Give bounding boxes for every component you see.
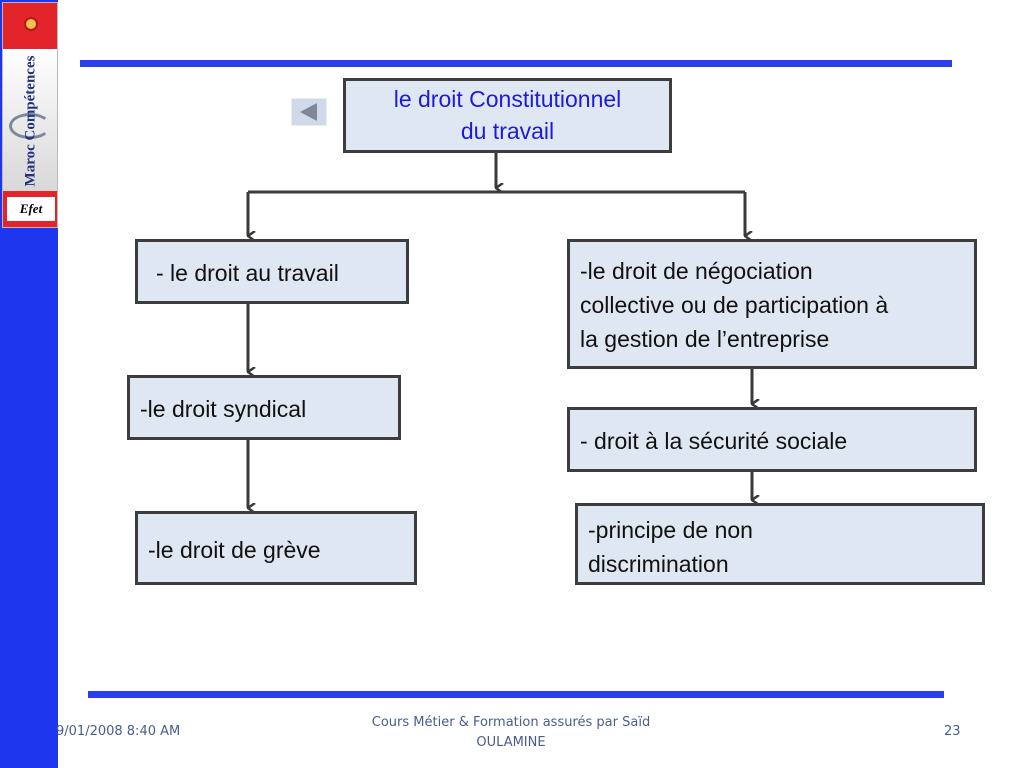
node-label: - le droit au travail [156, 260, 339, 286]
footer-credit-line1: Cours Métier & Formation assurés par Saï… [371, 715, 651, 730]
node-non-discrimination: -principe de non discrimination [575, 503, 985, 585]
footer-date: 9/01/2008 8:40 AM [56, 724, 181, 739]
root-node-line2: du travail [460, 118, 555, 144]
node-label-line: -principe de non [588, 517, 753, 543]
footer-page-number: 23 [944, 724, 961, 739]
node-droit-syndical: -le droit syndical [127, 375, 401, 440]
node-label: -le droit syndical [140, 396, 307, 422]
node-securite-sociale: - droit à la sécurité sociale [567, 407, 977, 472]
node-label-line: discrimination [588, 551, 729, 577]
footer-course-credit: Cours Métier & Formation assurés par Saï… [330, 713, 692, 753]
node-label: - droit à la sécurité sociale [580, 428, 848, 454]
node-label-line: collective ou de participation à [580, 292, 889, 318]
bottom-divider-line [88, 691, 944, 698]
footer-credit-line2: OULAMINE [476, 735, 546, 750]
node-droit-de-negociation: -le droit de négociation collective ou d… [567, 239, 977, 369]
top-divider-line [80, 60, 952, 67]
triangle-left-icon [300, 103, 317, 121]
node-droit-de-greve: -le droit de grève [135, 511, 417, 585]
node-label-line: -le droit de négociation [580, 258, 813, 284]
logo-efet-badge: Efet [7, 197, 55, 221]
logo-panel: Maroc Compétences Efet [2, 2, 58, 228]
node-droit-au-travail: - le droit au travail [135, 239, 409, 304]
node-label: -le droit de grève [148, 537, 321, 563]
root-node-line1: le droit Constitutionnel [393, 86, 622, 112]
back-button[interactable] [291, 98, 327, 126]
node-label-line: la gestion de l’entreprise [580, 326, 830, 352]
logo-swoosh-icon [9, 113, 51, 139]
root-node: le droit Constitutionnel du travail [343, 78, 672, 153]
emblem-icon [24, 17, 38, 31]
